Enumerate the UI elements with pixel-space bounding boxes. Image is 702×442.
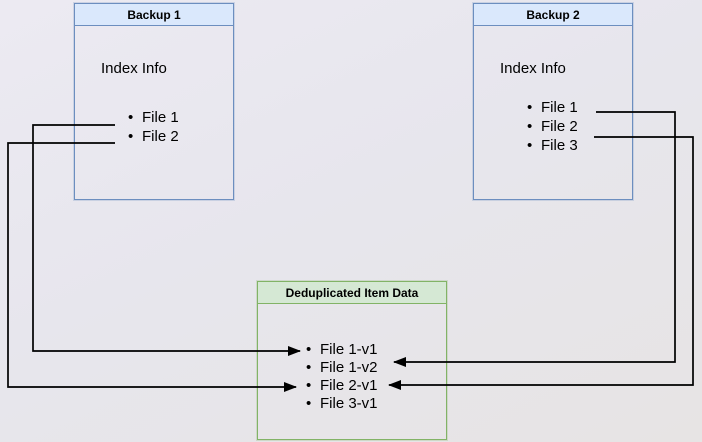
backup2-box: Backup 2 Index Info File 1 File 2 File 3 <box>473 3 633 200</box>
dedup-item-file2v1: File 2-v1 <box>306 377 378 395</box>
dedup-title: Deduplicated Item Data <box>285 285 419 300</box>
backup2-item-file1: File 1 <box>527 98 578 117</box>
dedup-item-file1v2: File 1-v2 <box>306 359 378 377</box>
backup1-file-list: File 1 File 2 <box>128 108 179 146</box>
backup1-item-file2: File 2 <box>128 127 179 146</box>
backup2-item-file3: File 3 <box>527 136 578 155</box>
backup1-header: Backup 1 <box>75 4 233 26</box>
backup1-item-file1: File 1 <box>128 108 179 127</box>
backup2-header: Backup 2 <box>474 4 632 26</box>
dedup-header: Deduplicated Item Data <box>258 282 446 304</box>
backup2-title: Backup 2 <box>526 7 580 22</box>
backup2-file-list: File 1 File 2 File 3 <box>527 98 578 155</box>
dedup-item-file1v1: File 1-v1 <box>306 341 378 359</box>
dedup-item-file3v1: File 3-v1 <box>306 395 378 413</box>
backup1-box: Backup 1 Index Info File 1 File 2 <box>74 3 234 200</box>
backup1-title: Backup 1 <box>127 7 181 22</box>
backup2-subtitle: Index Info <box>500 60 566 77</box>
dedup-file-list: File 1-v1 File 1-v2 File 2-v1 File 3-v1 <box>306 341 378 413</box>
backup2-item-file2: File 2 <box>527 117 578 136</box>
backup1-subtitle: Index Info <box>101 60 167 77</box>
dedup-box: Deduplicated Item Data File 1-v1 File 1-… <box>257 281 447 440</box>
